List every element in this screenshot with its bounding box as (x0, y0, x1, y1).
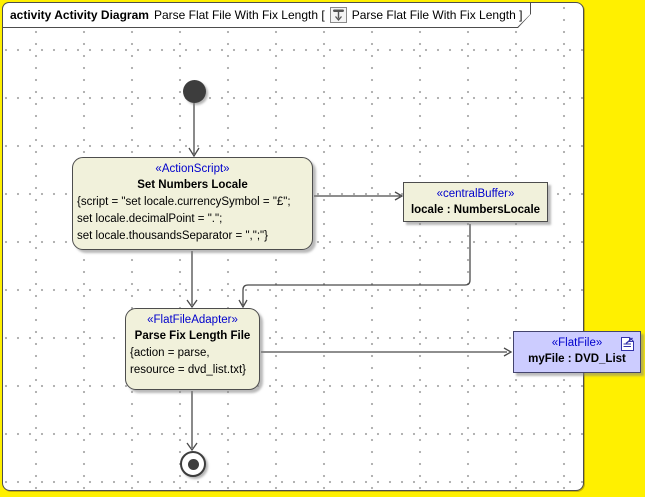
script-line: {action = parse, (130, 347, 210, 359)
frame-diagram-name: Parse Flat File With Fix Length [ (153, 8, 325, 22)
frame-title-tab[interactable]: activity Activity Diagram Parse Flat Fil… (2, 2, 531, 28)
script-line: resource = dvd_list.txt} (130, 364, 247, 376)
action-title: Parse Fix Length File (134, 330, 251, 342)
script-line: {script = "set locale.currencySymbol = "… (77, 196, 291, 208)
script-line: set locale.decimalPoint = "."; (77, 213, 223, 225)
frame-context-name: Parse Flat File With Fix Length ] (351, 8, 523, 22)
action-title: Set Numbers Locale (137, 179, 248, 191)
activity-final-node[interactable] (180, 451, 206, 477)
initial-node[interactable] (183, 80, 206, 103)
document-icon (621, 337, 634, 351)
stereotype-label: «FlatFile» (551, 337, 603, 349)
script-line: set locale.thousandsSeparator = ",";"} (77, 230, 268, 242)
flat-file-title: myFile : DVD_List (528, 353, 626, 365)
action-set-numbers-locale[interactable]: «ActionScript» Set Numbers Locale {scrip… (72, 157, 313, 250)
activity-diagram-icon (330, 7, 347, 23)
stereotype-label: «ActionScript» (155, 163, 230, 175)
flat-file-node[interactable]: «FlatFile» myFile : DVD_List (513, 331, 641, 373)
stereotype-label: «FlatFileAdapter» (147, 314, 238, 326)
buffer-title: locale : NumbersLocale (410, 204, 541, 216)
final-node-inner-dot (187, 458, 199, 470)
frame-kind-label: activity Activity Diagram (10, 8, 149, 22)
central-buffer-node[interactable]: «centralBuffer» locale : NumbersLocale (403, 182, 548, 222)
action-parse-fix-length-file[interactable]: «FlatFileAdapter» Parse Fix Length File … (125, 308, 260, 390)
stereotype-label: «centralBuffer» (436, 188, 515, 200)
